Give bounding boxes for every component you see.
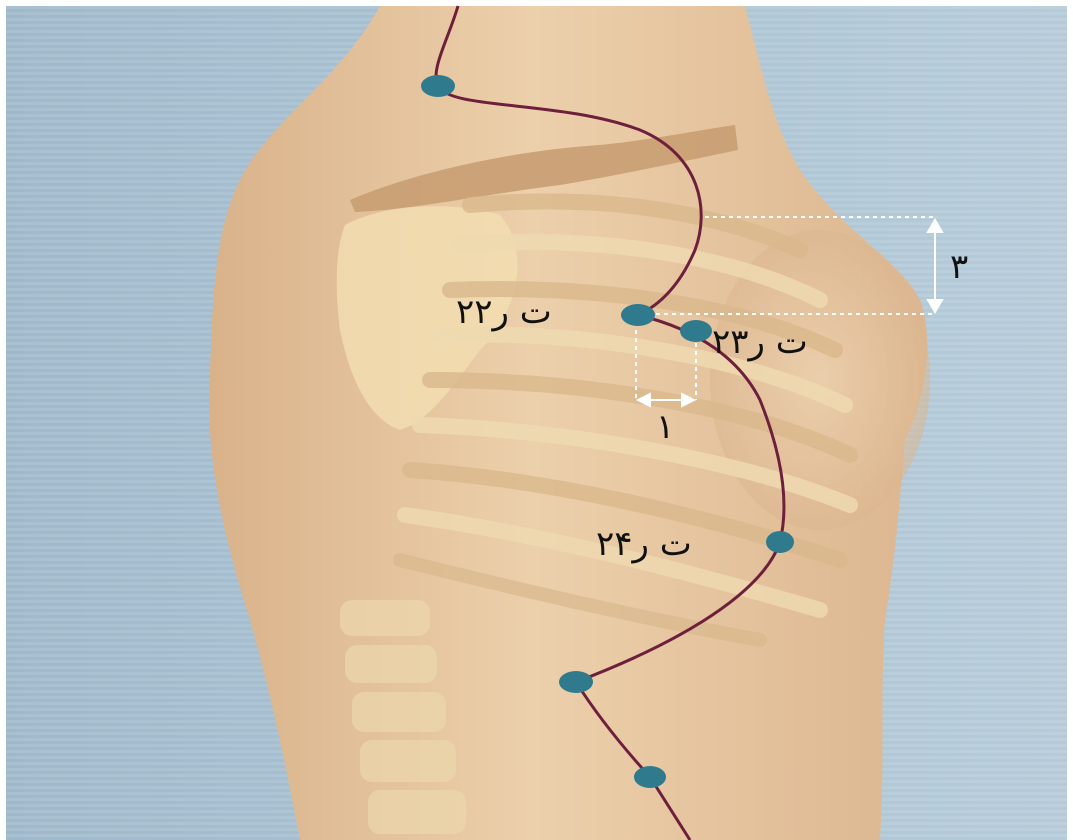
- measure-vertical-label: ۳: [950, 250, 968, 284]
- acupoint-st22[interactable]: [621, 304, 655, 326]
- acupoint-st24[interactable]: [766, 531, 794, 553]
- acupoint-5[interactable]: [559, 671, 593, 693]
- acupoint-1[interactable]: [421, 75, 455, 97]
- label-st23: ت ر۲۳: [712, 325, 808, 359]
- label-st22: ت ر۲۲: [456, 295, 552, 329]
- acupoint-st23[interactable]: [680, 320, 712, 342]
- acupoint-6[interactable]: [634, 766, 666, 788]
- label-st24: ت ر۲۴: [596, 527, 692, 561]
- measure-horizontal-label: ۱: [656, 410, 674, 444]
